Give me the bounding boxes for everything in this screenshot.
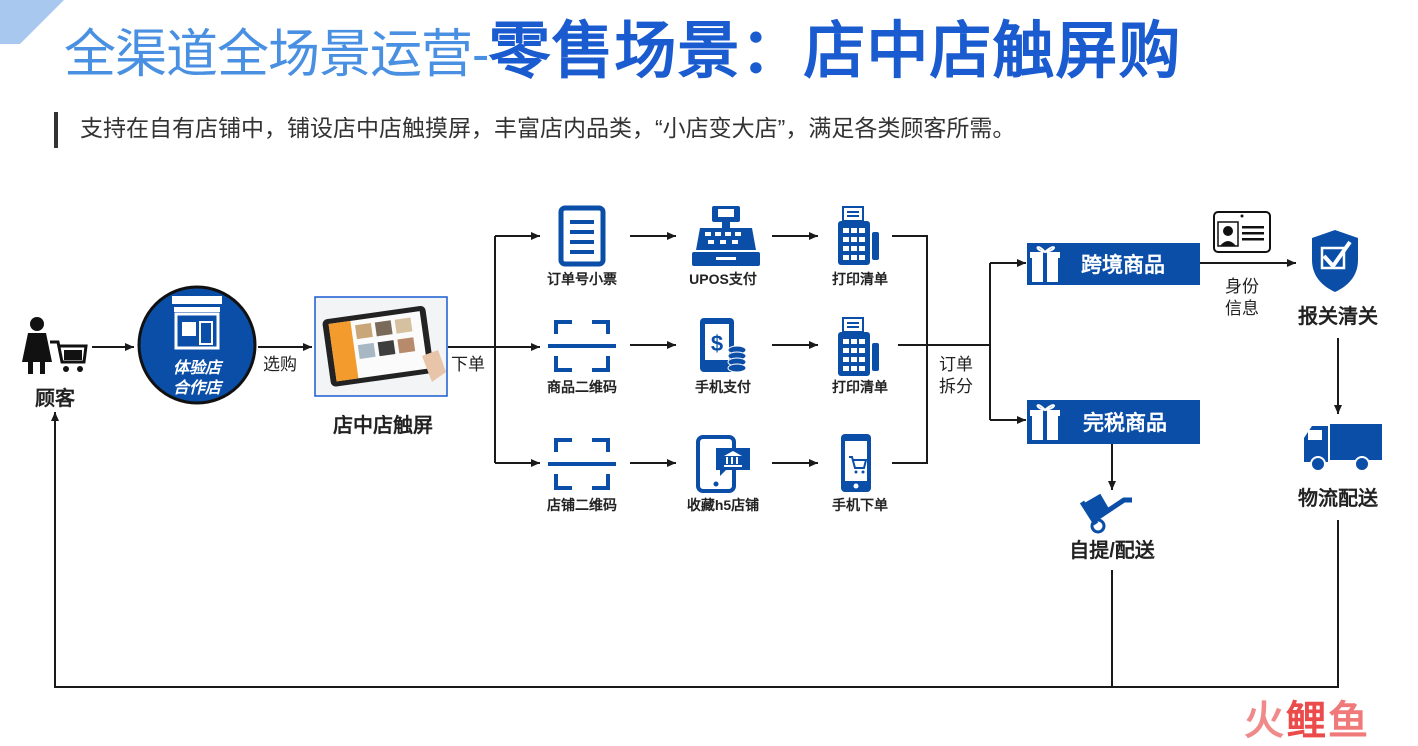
product-qr-icon xyxy=(548,320,616,372)
mobile-order-icon xyxy=(841,434,871,492)
place-order-label: 下单 xyxy=(451,355,485,374)
duty-paid-label: 完税商品 xyxy=(1083,411,1167,435)
hand-truck-icon xyxy=(1079,493,1132,534)
brand-watermark-logo: 火鲤鱼 xyxy=(1244,688,1370,746)
line-return-logistics xyxy=(51,412,1339,688)
h5-store-icon xyxy=(696,435,750,493)
pickup-label: 自提/配送 xyxy=(1069,538,1156,562)
corner-stripe-decoration xyxy=(0,0,64,44)
row2-step3-label: 打印清单 xyxy=(832,379,888,395)
row3-step3-label: 手机下单 xyxy=(832,497,888,513)
touchscreen-label: 店中店触屏 xyxy=(333,413,433,437)
row3-step1-label: 店铺二维码 xyxy=(547,497,617,513)
subtitle-bar xyxy=(54,112,58,148)
id-card-icon xyxy=(1213,211,1271,253)
title-bold-part: 零售场景：店中店触屏购 xyxy=(488,17,1182,86)
id-info-line2: 信息 xyxy=(1225,299,1259,318)
title-light-part: 全渠道全场景运营- xyxy=(64,26,489,84)
select-label: 选购 xyxy=(263,355,297,374)
print-terminal-icon xyxy=(838,206,879,265)
customs-label: 报关清关 xyxy=(1298,304,1378,328)
receipt-icon xyxy=(558,205,606,267)
page-title: 全渠道全场景运营-零售场景：店中店触屏购 xyxy=(64,12,1181,92)
cross-border-box xyxy=(1027,243,1200,285)
row1-step2-label: UPOS支付 xyxy=(689,271,757,287)
row1-step3-label: 打印清单 xyxy=(832,271,888,287)
watermark-char-3: 鱼 xyxy=(1328,699,1370,743)
cash-register-icon xyxy=(692,206,760,266)
row3-step2-label: 收藏h5店铺 xyxy=(687,497,759,513)
touchscreen-photo xyxy=(314,296,448,397)
split-label-line2: 拆分 xyxy=(939,377,973,396)
split-label-line1: 订单 xyxy=(939,355,973,374)
row1-step1-label: 订单号小票 xyxy=(547,271,617,287)
cross-border-label: 跨境商品 xyxy=(1081,253,1165,277)
customer-label: 顾客 xyxy=(35,386,76,410)
row2-step1-label: 商品二维码 xyxy=(547,379,617,395)
truck-icon xyxy=(1304,424,1382,472)
store-qr-icon xyxy=(548,438,616,490)
subtitle: 支持在自有店铺中，铺设店中店触摸屏，丰富店内品类，“小店变大店”，满足各类顾客所… xyxy=(80,115,1016,141)
store-label-line2: 合作店 xyxy=(173,379,224,397)
customer-icon xyxy=(22,317,88,374)
shield-icon xyxy=(1312,230,1358,292)
logistics-label: 物流配送 xyxy=(1298,486,1379,510)
print-terminal-icon-2 xyxy=(838,317,879,376)
store-label-line1: 体验店 xyxy=(173,359,224,377)
watermark-char-2: 鲤 xyxy=(1286,699,1328,743)
watermark-char-1: 火 xyxy=(1244,699,1286,743)
store-icon xyxy=(137,285,257,405)
svg-text:$: $ xyxy=(711,331,723,356)
duty-paid-box xyxy=(1027,400,1200,444)
line-merge-right xyxy=(892,235,928,464)
id-info-line1: 身份 xyxy=(1225,277,1259,296)
row2-step2-label: 手机支付 xyxy=(695,379,751,395)
mobile-pay-icon: $ xyxy=(700,318,747,373)
connectors xyxy=(51,232,1342,688)
